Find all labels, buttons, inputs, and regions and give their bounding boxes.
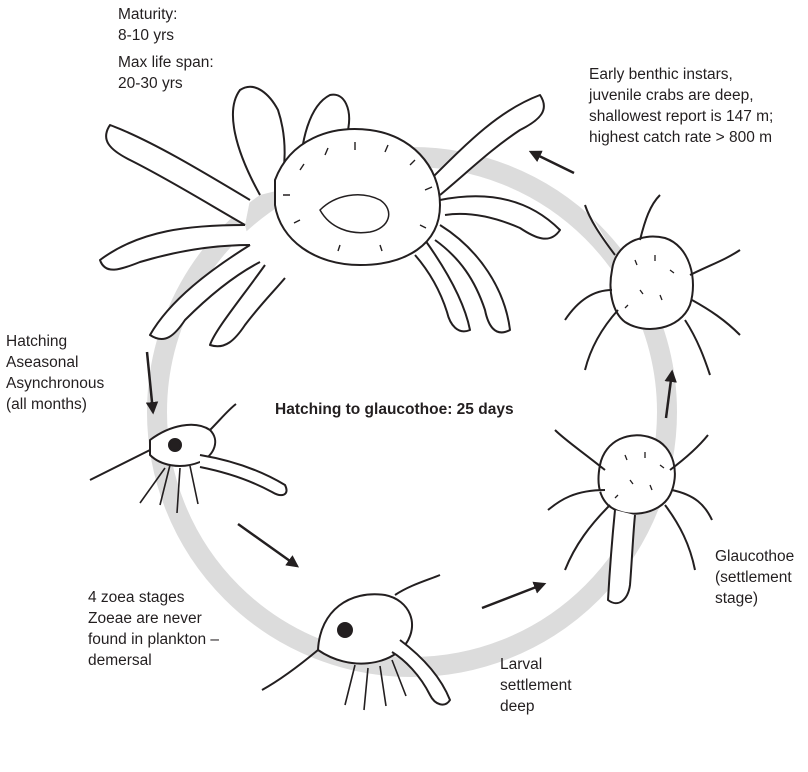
life-span-title: Max life span: <box>118 52 214 73</box>
zoea-stage-1-illustration <box>90 404 287 513</box>
early-benthic-label: Early benthic instars, juvenile crabs ar… <box>589 64 773 148</box>
glaucothoe-carapace <box>599 435 675 513</box>
larval-line-3: deep <box>500 696 572 717</box>
cycle-duration-label: Hatching to glaucothoe: 25 days <box>275 401 514 419</box>
zoea-line-4: demersal <box>88 650 219 671</box>
arrow-zoea2-to-glaucothoe <box>482 584 544 608</box>
zoea-line-2: Zoeae are never <box>88 608 219 629</box>
zoea-line-1: 4 zoea stages <box>88 587 219 608</box>
arrow-zoea1-to-zoea2 <box>238 524 297 566</box>
juvenile-carapace <box>611 237 693 329</box>
early-benthic-line-1: Early benthic instars, <box>589 64 773 85</box>
early-benthic-line-4: highest catch rate > 800 m <box>589 127 773 148</box>
larval-line-1: Larval <box>500 654 572 675</box>
larval-line-2: settlement <box>500 675 572 696</box>
hatching-line-4: (all months) <box>6 394 104 415</box>
maturity-label: Maturity: 8-10 yrs <box>118 4 177 46</box>
adult-carapace <box>275 129 440 265</box>
life-span-label: Max life span: 20-30 yrs <box>118 52 214 94</box>
glaucothoe-label: Glaucothoe (settlement stage) <box>715 546 794 609</box>
life-span-value: 20-30 yrs <box>118 73 214 94</box>
hatching-line-1: Hatching <box>6 331 104 352</box>
hatching-line-2: Aseasonal <box>6 352 104 373</box>
glaucothoe-line-2: (settlement <box>715 567 794 588</box>
early-benthic-line-3: shallowest report is 147 m; <box>589 106 773 127</box>
larval-settlement-label: Larval settlement deep <box>500 654 572 717</box>
maturity-value: 8-10 yrs <box>118 25 177 46</box>
glaucothoe-illustration <box>548 430 712 603</box>
early-benthic-line-2: juvenile crabs are deep, <box>589 85 773 106</box>
glaucothoe-line-3: stage) <box>715 588 794 609</box>
hatching-label: Hatching Aseasonal Asynchronous (all mon… <box>6 331 104 415</box>
glaucothoe-line-1: Glaucothoe <box>715 546 794 567</box>
arrow-juvenile-to-adult <box>531 152 574 173</box>
hatching-line-3: Asynchronous <box>6 373 104 394</box>
zoea-line-3: found in plankton – <box>88 629 219 650</box>
maturity-title: Maturity: <box>118 4 177 25</box>
zoea-stages-label: 4 zoea stages Zoeae are never found in p… <box>88 587 219 671</box>
